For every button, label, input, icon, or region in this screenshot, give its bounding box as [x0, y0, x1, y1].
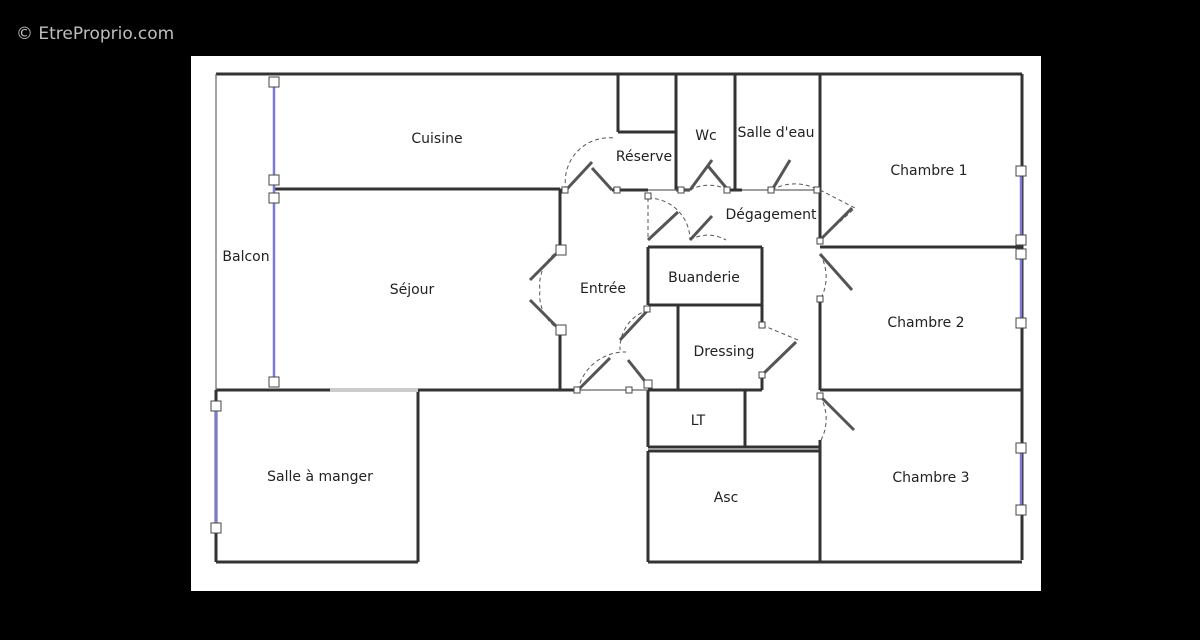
room-label-degagement: Dégagement — [726, 207, 817, 223]
room-label-buanderie: Buanderie — [668, 270, 740, 286]
doors — [528, 137, 856, 443]
room-label-chambre-3: Chambre 3 — [892, 470, 969, 486]
room-label-sejour: Séjour — [390, 282, 435, 298]
room-label-salle-a-manger: Salle à manger — [267, 469, 373, 485]
room-label-salle-deau: Salle d'eau — [737, 125, 814, 141]
room-label-chambre-2: Chambre 2 — [887, 315, 964, 331]
room-label-cuisine: Cuisine — [411, 131, 462, 147]
room-label-lt: LT — [691, 413, 706, 429]
windows — [214, 82, 1023, 528]
room-label-chambre-1: Chambre 1 — [890, 163, 967, 179]
window-markers — [210, 76, 1027, 534]
room-label-reserve: Réserve — [616, 149, 672, 165]
watermark: © EtreProprio.com — [16, 24, 175, 44]
room-label-balcon: Balcon — [222, 249, 269, 265]
room-label-dressing: Dressing — [693, 344, 754, 360]
room-label-entree: Entrée — [580, 281, 626, 297]
room-label-asc: Asc — [714, 490, 739, 506]
room-label-wc: Wc — [695, 128, 717, 144]
door-markers — [555, 186, 824, 400]
plan-paper — [191, 56, 1041, 591]
